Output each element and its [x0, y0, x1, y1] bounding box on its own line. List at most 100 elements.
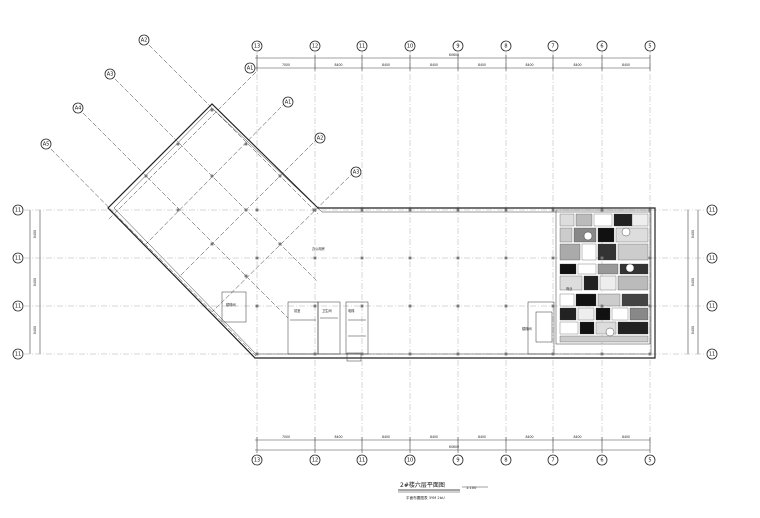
svg-text:11: 11	[709, 256, 715, 262]
dimension-texts: 7000 7000 8400 8400 8400 8400 8400 8400 8400 8400…	[33, 53, 695, 453]
dim-text-right: 8400	[691, 230, 695, 238]
floor-tile	[559, 293, 575, 307]
floor-tile	[559, 321, 579, 335]
dim-text-left: 8400	[33, 326, 37, 334]
room-label-stair-2: 楼梯间	[522, 326, 532, 331]
grid-bubble-diagonal: A4	[72, 102, 84, 114]
floor-tile	[597, 243, 617, 261]
grid-bubble-diagonal: A1	[282, 96, 294, 108]
table-symbol	[621, 227, 631, 237]
grid-bubble-left: 11	[12, 204, 24, 216]
dim-text-bottom: 7000	[282, 435, 290, 439]
floor-tile	[559, 275, 583, 291]
floor-tile	[577, 307, 595, 321]
floor-tile	[577, 263, 597, 275]
svg-text:11: 11	[359, 458, 365, 464]
floor-tile	[617, 243, 649, 261]
floor-tile	[559, 335, 649, 343]
grid-bubble-diagonal: A2	[314, 132, 326, 144]
floor-tile	[597, 227, 615, 243]
svg-text:11: 11	[359, 44, 365, 50]
drawing-scale: 1:100	[466, 486, 477, 490]
svg-text:13: 13	[254, 44, 260, 50]
dim-total-bottom: 60600	[449, 445, 459, 449]
right-dimension-line	[687, 210, 699, 354]
dim-text-right: 8400	[691, 278, 695, 286]
grid-bubble-top: 13	[251, 40, 263, 52]
svg-text:10: 10	[407, 44, 413, 50]
grid-bubble-bottom: 12	[309, 454, 321, 466]
grid-bubble-diagonal: A3	[350, 166, 362, 178]
dim-text-left: 8400	[33, 278, 37, 286]
floor-tile	[559, 263, 577, 275]
svg-text:A3: A3	[353, 170, 360, 176]
svg-text:8: 8	[504, 458, 507, 464]
grid-bubble-top: 7	[547, 40, 559, 52]
svg-text:11: 11	[15, 208, 21, 214]
floor-tile	[613, 213, 633, 227]
dim-text-bottom: 8400	[334, 435, 342, 439]
svg-text:A3: A3	[107, 72, 114, 78]
dim-text-top: 8400	[430, 63, 438, 67]
grid-bubble-top: 9	[452, 40, 464, 52]
grid-bubble-bottom: 10	[404, 454, 416, 466]
svg-text:5: 5	[648, 44, 651, 50]
table-symbol	[583, 231, 593, 241]
svg-text:7: 7	[551, 44, 554, 50]
svg-text:A5: A5	[43, 142, 50, 148]
svg-text:A4: A4	[75, 106, 82, 112]
floor-tile	[597, 263, 619, 275]
svg-text:7: 7	[551, 458, 554, 464]
floor-tile	[559, 307, 577, 321]
svg-text:11: 11	[15, 256, 21, 262]
dim-text-bottom: 8400	[478, 435, 486, 439]
floor-tile	[583, 275, 599, 291]
drawing-subtitle: 平面布置图表 3YM 2bU	[406, 495, 445, 500]
floor-tile	[611, 307, 629, 321]
grid-bubble-diagonal: A2	[138, 34, 150, 46]
grid-bubble-right: 11	[706, 204, 718, 216]
svg-text:11: 11	[709, 304, 715, 310]
svg-text:9: 9	[456, 44, 459, 50]
grid-bubble-bottom: 9	[452, 454, 464, 466]
floor-tile	[631, 213, 649, 227]
floor-tile	[617, 275, 649, 291]
floor-tile	[593, 213, 613, 227]
svg-text:12: 12	[312, 458, 318, 464]
dim-total-top: 60600	[449, 53, 459, 57]
room-label-shop: 商业	[566, 286, 572, 291]
svg-text:11: 11	[15, 352, 21, 358]
grid-bubble-bottom: 8	[500, 454, 512, 466]
svg-text:6: 6	[600, 44, 603, 50]
floor-tile	[599, 275, 617, 291]
svg-text:A2: A2	[141, 38, 148, 44]
dim-text-right: 8400	[691, 326, 695, 334]
svg-text:5: 5	[648, 458, 651, 464]
svg-text:9: 9	[456, 458, 459, 464]
dim-text-top: 8400	[382, 63, 390, 67]
grid-bubble-bottom: 13	[251, 454, 263, 466]
grid-bubble-left: 11	[12, 300, 24, 312]
floor-tile	[559, 213, 575, 227]
grid-bubble-bottom: 6	[596, 454, 608, 466]
table-symbol	[605, 327, 615, 337]
floor-tile	[595, 307, 611, 321]
dim-text-top: 8400	[334, 63, 342, 67]
shop-area	[555, 209, 651, 345]
floor-tile	[575, 213, 593, 227]
dim-text-top: 7000	[282, 63, 290, 67]
grid-bubble-bottom: 11	[356, 454, 368, 466]
dim-text-bottom: 8400	[430, 435, 438, 439]
floor-tile	[629, 307, 649, 321]
floor-tile	[617, 321, 649, 335]
grid-bubble-right: 11	[706, 348, 718, 360]
drawing-title: 2#楼六层平面图	[400, 481, 445, 489]
floor-tile	[559, 227, 573, 243]
core-rooms	[221, 291, 555, 355]
grid-bubble-top: 5	[644, 40, 656, 52]
svg-text:11: 11	[709, 208, 715, 214]
floor-tile	[579, 321, 595, 335]
grid-bubble-diagonal: A3	[104, 68, 116, 80]
grid-bubble-diagonal: A1	[244, 62, 256, 74]
